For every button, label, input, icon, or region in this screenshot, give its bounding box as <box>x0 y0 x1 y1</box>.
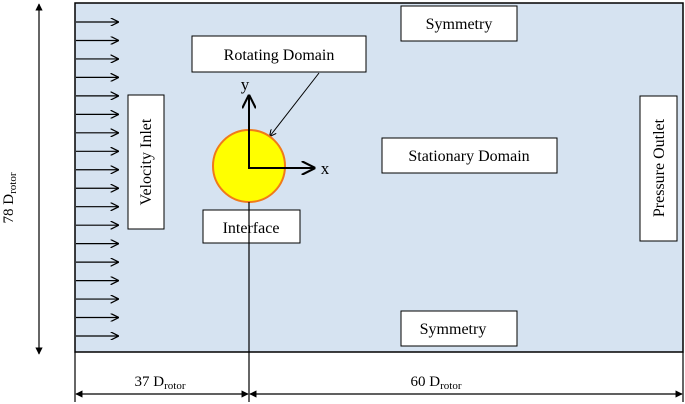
velocity-inlet-arrows <box>76 22 118 336</box>
y-axis-label: y <box>241 75 250 94</box>
height-dimension-label: 78 Drotor <box>1 172 19 223</box>
x-axis-label: x <box>321 159 330 178</box>
pressure-outlet-box: Pressure Outlet <box>639 95 678 242</box>
rotating-domain-leader-arrow <box>270 72 320 136</box>
symmetry-top-box: Symmetry <box>400 5 518 42</box>
interface-label: Interface <box>223 220 280 237</box>
interface-box: Interface <box>202 209 301 244</box>
velocity-inlet-box: Velocity Inlet <box>127 94 165 230</box>
symmetry-bottom-box: Symmetry <box>400 310 518 347</box>
velocity-inlet-label: Velocity Inlet <box>138 118 155 205</box>
symmetry-bottom-label: Symmetry <box>420 321 487 338</box>
upstream-dimension: 37 Drotor <box>75 374 249 398</box>
upstream-dimension-label: 37 Drotor <box>135 374 186 392</box>
height-dimension: 78 Drotor <box>1 3 43 355</box>
rotating-domain-label: Rotating Domain <box>224 47 335 64</box>
symmetry-top-label: Symmetry <box>426 16 493 33</box>
stationary-domain-box: Stationary Domain <box>381 137 558 174</box>
pressure-outlet-label: Pressure Outlet <box>651 118 668 217</box>
downstream-dimension: 60 Drotor <box>249 374 683 398</box>
computational-domain <box>74 2 684 353</box>
stationary-domain-label: Stationary Domain <box>408 148 529 165</box>
downstream-dimension-label: 60 Drotor <box>411 374 462 392</box>
coordinate-axes: y x <box>241 75 330 178</box>
rotating-domain-box: Rotating Domain <box>191 35 367 73</box>
